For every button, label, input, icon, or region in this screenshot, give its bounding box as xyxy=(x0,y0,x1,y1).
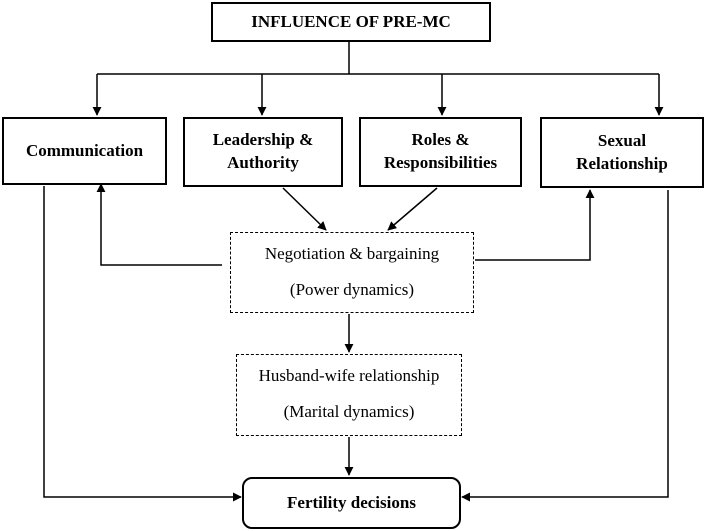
arrow-sexual-to-fertility xyxy=(461,190,669,502)
arrow-roles-to-negotiation xyxy=(387,187,438,231)
roles-label-line1: Roles & xyxy=(411,130,470,150)
leadership-label-line2: Authority xyxy=(227,153,299,172)
marital-box: Husband-wife relationship (Marital dynam… xyxy=(236,354,462,436)
leadership-label-line1: Leadership & xyxy=(212,130,314,150)
arrow-negotiation-to-communication xyxy=(96,183,222,266)
fertility-label: Fertility decisions xyxy=(287,492,416,512)
roles-label-line2: Responsibilities xyxy=(383,153,498,172)
arrow-communication-to-fertility xyxy=(43,186,242,502)
negotiation-line2: (Power dynamics) xyxy=(289,280,415,299)
communication-label: Communication xyxy=(25,140,144,160)
marital-line2: (Marital dynamics) xyxy=(283,402,415,421)
communication-box: Communication xyxy=(2,117,167,185)
marital-line1: Husband-wife relationship xyxy=(258,366,440,385)
arrow-leadership-to-negotiation xyxy=(282,187,327,231)
negotiation-line1: Negotiation & bargaining xyxy=(264,244,440,263)
sexual-label-line1: Sexual xyxy=(597,130,647,150)
influence-title-box: INFLUENCE OF PRE-MC xyxy=(211,2,491,42)
sexual-label-line2: Relationship xyxy=(576,153,668,173)
sexual-relationship-box: Sexual Relationship xyxy=(540,117,704,188)
arrow-negotiation-to-sexual xyxy=(475,189,595,261)
negotiation-box: Negotiation & bargaining (Power dynamics… xyxy=(230,232,474,313)
influence-title: INFLUENCE OF PRE-MC xyxy=(251,11,451,31)
fertility-decisions-box: Fertility decisions xyxy=(242,477,461,529)
leadership-authority-box: Leadership & Authority xyxy=(183,117,343,187)
roles-responsibilities-box: Roles & Responsibilities xyxy=(359,117,522,187)
